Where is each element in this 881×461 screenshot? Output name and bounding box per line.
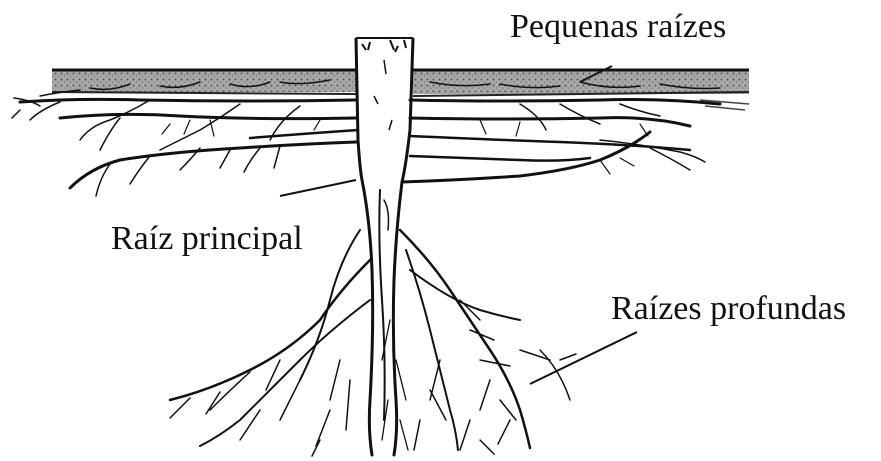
leader-main-root <box>280 180 356 196</box>
lateral-roots-left <box>12 80 358 196</box>
lateral-roots-right <box>402 82 720 182</box>
soil-surface <box>52 70 749 110</box>
leader-lines <box>280 66 637 384</box>
trunk <box>356 38 413 182</box>
label-small-roots: Pequenas raízes <box>510 10 726 44</box>
label-main-root: Raíz principal <box>111 222 303 256</box>
main-root <box>362 180 402 455</box>
label-deep-roots: Raízes profundas <box>611 292 846 326</box>
